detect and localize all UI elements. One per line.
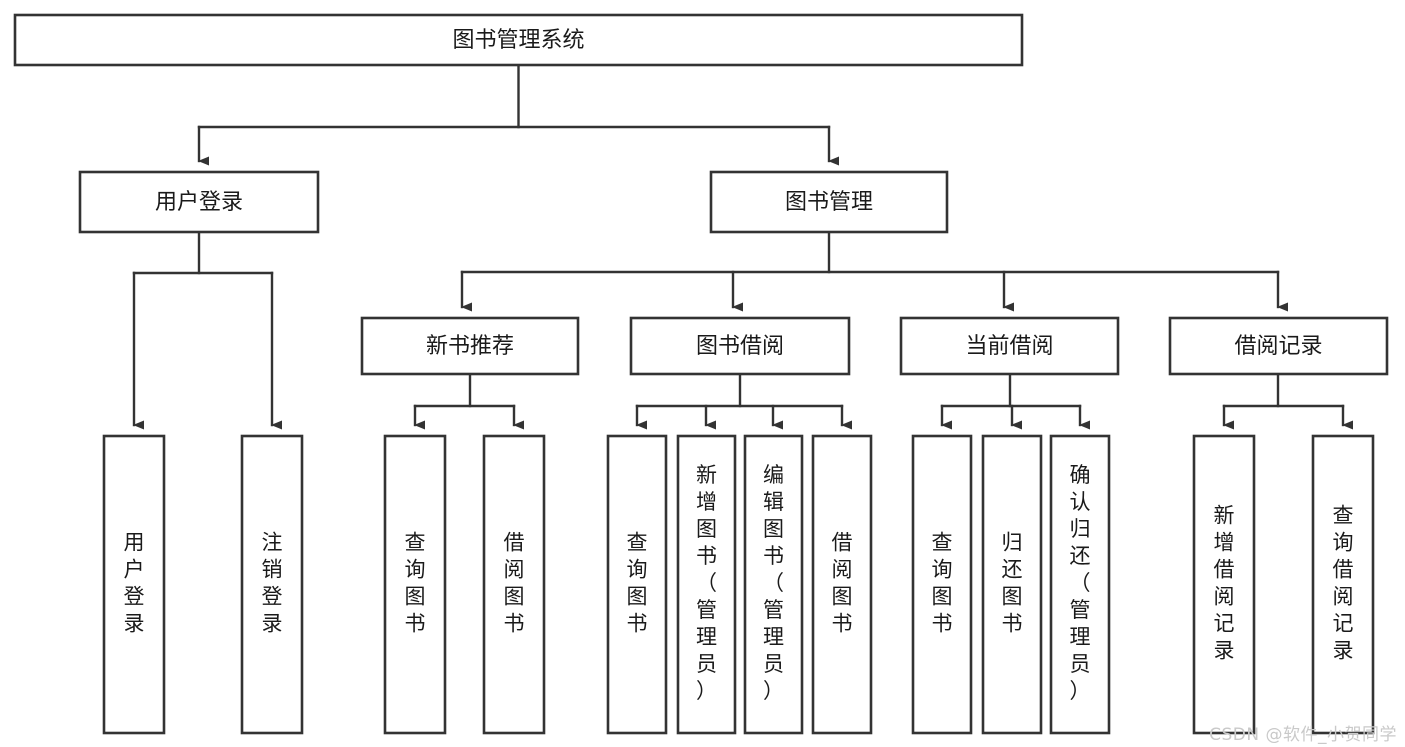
node-new-book-rec-label: 新书推荐 [426,334,514,359]
node-book-manage-label: 图书管理 [785,190,873,215]
node-leaf-logout-box[interactable] [240,434,304,735]
node-book-manage[interactable]: 图书管理 [709,170,949,234]
node-leaf-add-book-box[interactable] [676,434,737,735]
node-leaf-edit-book-label: 编辑图书（管理员） [763,463,784,703]
node-leaf-query-record-box[interactable] [1311,434,1375,735]
node-leaf-borrow-book-2-label: 借阅图书 [832,531,853,636]
node-leaf-query-book-2-label: 查询图书 [627,531,648,636]
node-book-manage-box[interactable] [709,170,949,234]
node-leaf-confirm-return-box[interactable] [1049,434,1111,735]
node-leaf-query-record-label: 查询借阅记录 [1333,504,1354,663]
node-user-login[interactable]: 用户登录 [78,170,320,234]
node-leaf-query-book-1-label: 查询图书 [405,531,426,636]
node-leaf-query-book-3-label: 查询图书 [932,531,953,636]
node-current-borrow-label: 当前借阅 [965,334,1053,359]
node-current-borrow-box[interactable] [899,316,1120,376]
node-leaf-borrow-book-1[interactable]: 借阅图书 [482,434,546,735]
node-user-login-box[interactable] [78,170,320,234]
node-leaf-add-book-label: 新增图书（管理员） [696,463,717,703]
node-book-borrow-label: 图书借阅 [696,334,784,359]
watermark-text: CSDN @软件_小贺同学 [1209,725,1397,745]
node-root-box[interactable] [13,13,1024,67]
node-leaf-borrow-book-1-label: 借阅图书 [504,531,525,636]
node-user-login-label: 用户登录 [155,190,243,215]
node-leaf-logout[interactable]: 注销登录 [240,434,304,735]
node-book-borrow[interactable]: 图书借阅 [629,316,851,376]
node-borrow-record-label: 借阅记录 [1234,334,1322,359]
node-leaf-borrow-book-2[interactable]: 借阅图书 [811,434,873,735]
node-leaf-return-book-box[interactable] [981,434,1043,735]
node-leaf-confirm-return-label: 确认归还（管理员） [1070,463,1091,703]
node-current-borrow[interactable]: 当前借阅 [899,316,1120,376]
node-leaf-confirm-return[interactable]: 确认归还（管理员） [1049,434,1111,735]
node-leaf-query-record[interactable]: 查询借阅记录 [1311,434,1375,735]
node-borrow-record[interactable]: 借阅记录 [1168,316,1389,376]
node-leaf-query-book-1-box[interactable] [383,434,447,735]
node-leaf-borrow-book-1-box[interactable] [482,434,546,735]
node-leaf-user-login[interactable]: 用户登录 [102,434,166,735]
node-leaf-logout-label: 注销登录 [262,531,283,636]
node-book-borrow-box[interactable] [629,316,851,376]
node-root-label: 图书管理系统 [452,28,584,53]
node-leaf-query-book-2-box[interactable] [606,434,668,735]
node-leaf-add-record-box[interactable] [1192,434,1256,735]
node-leaf-edit-book-box[interactable] [743,434,804,735]
node-leaf-return-book[interactable]: 归还图书 [981,434,1043,735]
node-leaf-user-login-label: 用户登录 [124,531,145,636]
node-borrow-record-box[interactable] [1168,316,1389,376]
node-leaf-add-record-label: 新增借阅记录 [1214,504,1235,663]
node-root[interactable]: 图书管理系统 [13,13,1024,67]
node-leaf-user-login-box[interactable] [102,434,166,735]
node-leaf-query-book-1[interactable]: 查询图书 [383,434,447,735]
node-leaf-add-book[interactable]: 新增图书（管理员） [676,434,737,735]
node-leaf-query-book-3-box[interactable] [911,434,973,735]
node-new-book-rec-box[interactable] [360,316,580,376]
node-leaf-query-book-2[interactable]: 查询图书 [606,434,668,735]
edge-group [132,63,1353,430]
node-leaf-query-book-3[interactable]: 查询图书 [911,434,973,735]
node-new-book-rec[interactable]: 新书推荐 [360,316,580,376]
node-leaf-borrow-book-2-box[interactable] [811,434,873,735]
node-leaf-return-book-label: 归还图书 [1002,531,1023,636]
node-leaf-add-record[interactable]: 新增借阅记录 [1192,434,1256,735]
node-leaf-edit-book[interactable]: 编辑图书（管理员） [743,434,804,735]
